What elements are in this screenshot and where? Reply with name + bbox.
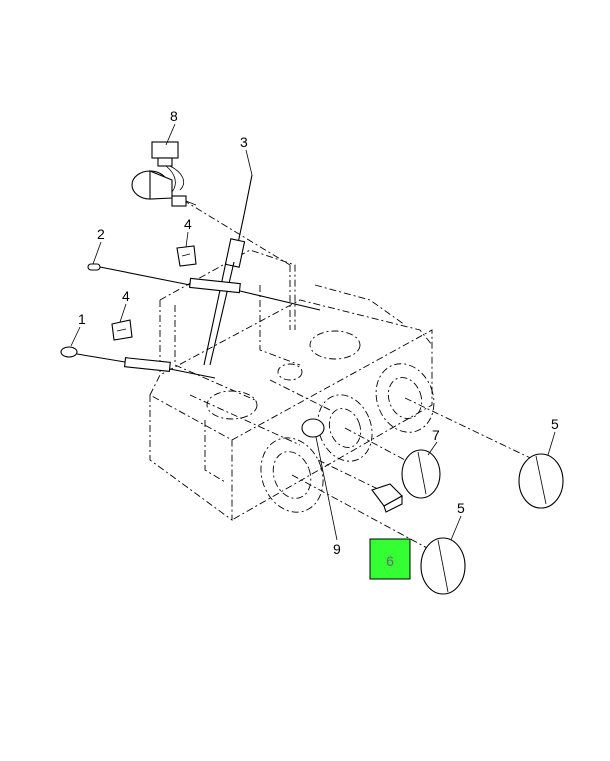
cable-part-2 bbox=[87, 263, 321, 311]
clip-part-4-lower bbox=[111, 319, 133, 341]
callout-4-lower: 4 bbox=[122, 288, 130, 304]
callout-8: 8 bbox=[170, 108, 178, 124]
callout-4-upper: 4 bbox=[184, 216, 192, 232]
callout-5-lower: 5 bbox=[457, 500, 465, 516]
button-part-6 bbox=[371, 483, 403, 513]
highlighted-part-6[interactable]: 6 bbox=[369, 538, 411, 580]
knob-part-5-upper bbox=[518, 453, 564, 509]
blower-switch-part-8 bbox=[131, 141, 197, 207]
callout-2: 2 bbox=[97, 226, 105, 242]
control-head-housing bbox=[149, 249, 435, 521]
cable-part-3 bbox=[203, 174, 253, 366]
callout-5-upper: 5 bbox=[551, 416, 559, 432]
knob-part-9 bbox=[301, 418, 325, 438]
callout-7: 7 bbox=[432, 427, 440, 443]
callout-1: 1 bbox=[78, 311, 86, 327]
clip-part-4-upper bbox=[176, 245, 197, 267]
callout-6: 6 bbox=[386, 553, 394, 569]
leader-lines bbox=[70, 123, 556, 541]
callout-3: 3 bbox=[240, 134, 248, 150]
callout-9: 9 bbox=[333, 541, 341, 557]
knob-part-7 bbox=[401, 449, 441, 499]
cable-part-1 bbox=[60, 346, 216, 379]
knob-part-5-lower bbox=[420, 537, 466, 595]
